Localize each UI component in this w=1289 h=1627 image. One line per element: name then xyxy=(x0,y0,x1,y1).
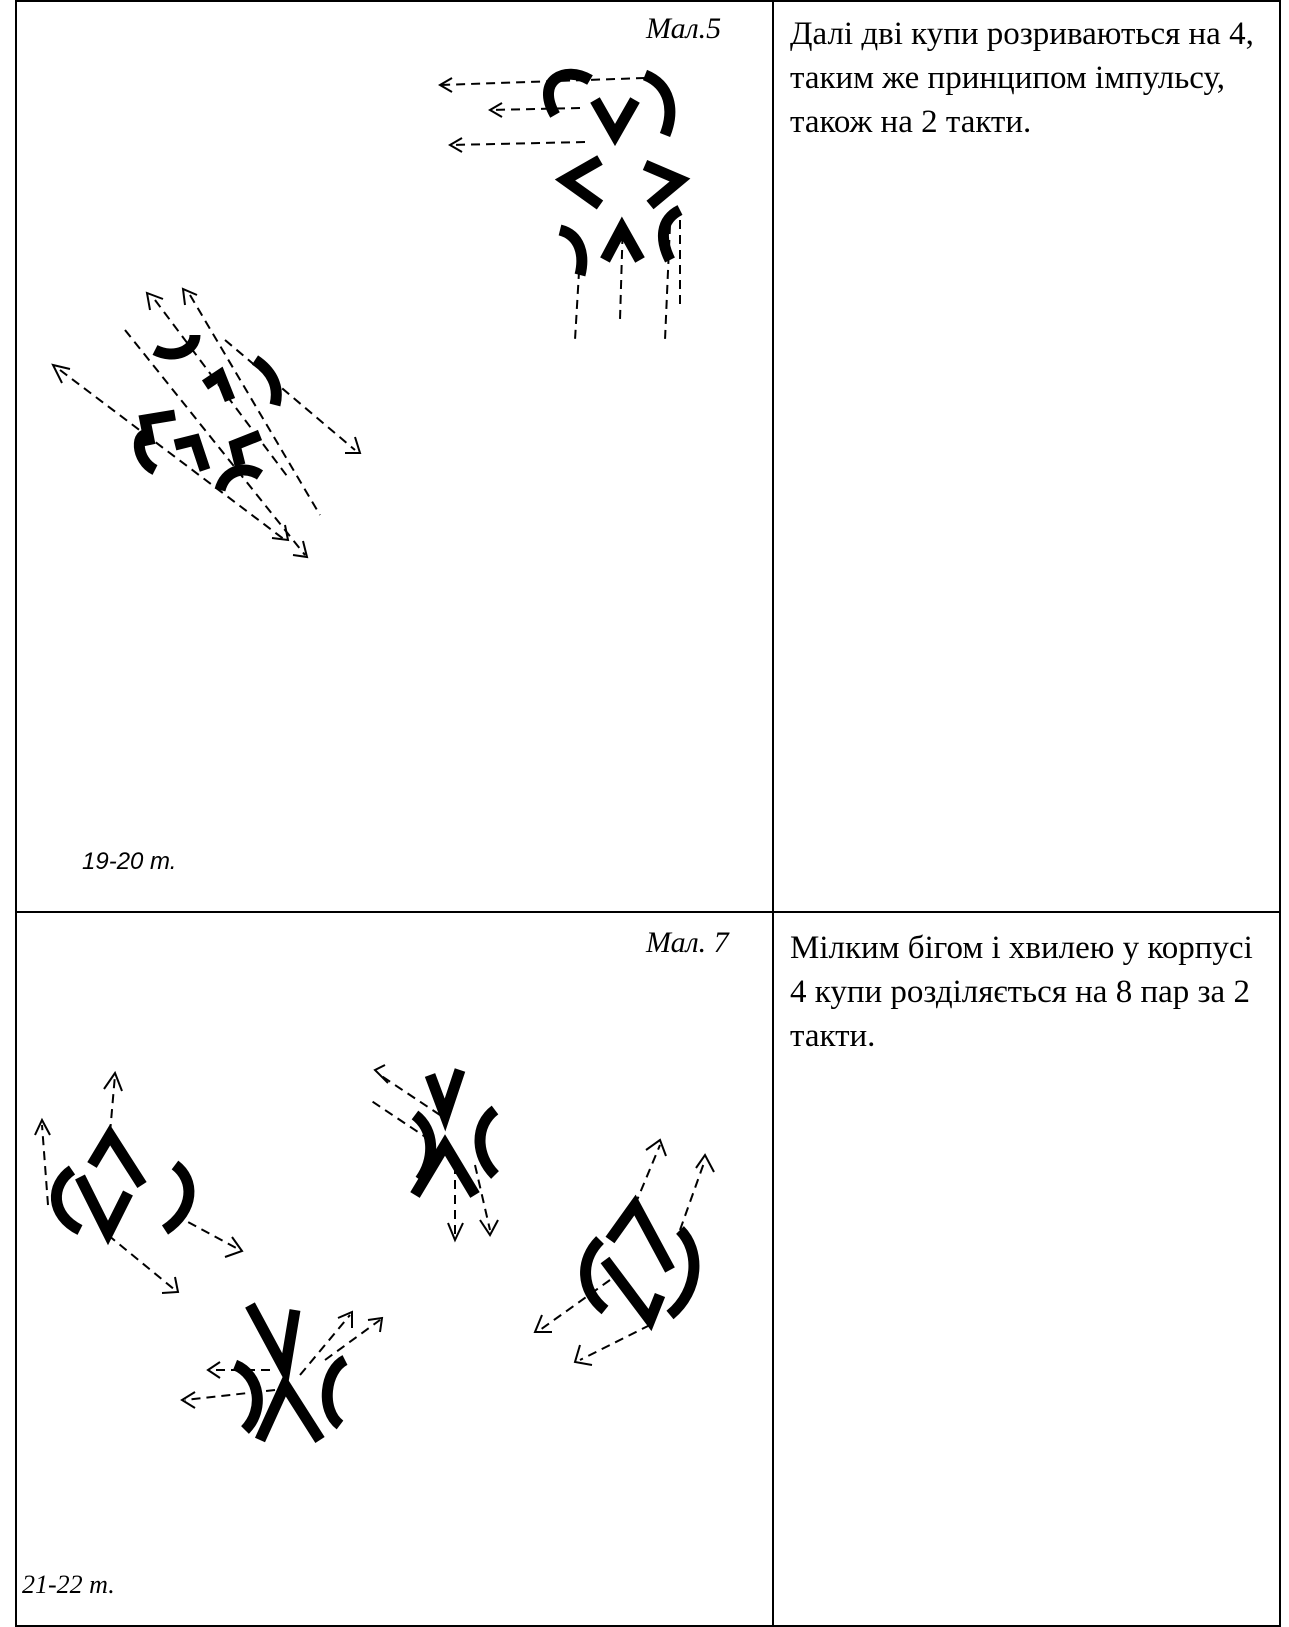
description-row2: Мілким бігом і хвилею у корпусі 4 купи р… xyxy=(790,930,1253,1054)
figure-label-row1: Мал.5 xyxy=(646,12,722,45)
tact-label-row2: 21-22 т. xyxy=(22,1570,115,1599)
table-border-right xyxy=(1279,0,1281,1627)
formation-diagram-left xyxy=(51,287,362,559)
figure-label-row2: Мал. 7 xyxy=(646,926,729,959)
description-row1: Далі дві купи розриваються на 4, таким ж… xyxy=(790,16,1254,140)
column-divider xyxy=(772,0,774,1627)
pair-diagram-bottom xyxy=(180,1302,384,1443)
pair-diagram-right xyxy=(533,1138,715,1366)
formation-diagram-top-right xyxy=(438,68,691,341)
pair-diagram-left xyxy=(34,1070,244,1294)
tact-label-row1: 19-20 т. xyxy=(82,848,177,875)
pair-diagram-top-middle xyxy=(369,1064,500,1243)
table-border-top xyxy=(15,0,1281,2)
table-border-left xyxy=(15,0,17,1627)
table-border-bottom xyxy=(15,1625,1281,1627)
row-divider xyxy=(15,911,1281,913)
